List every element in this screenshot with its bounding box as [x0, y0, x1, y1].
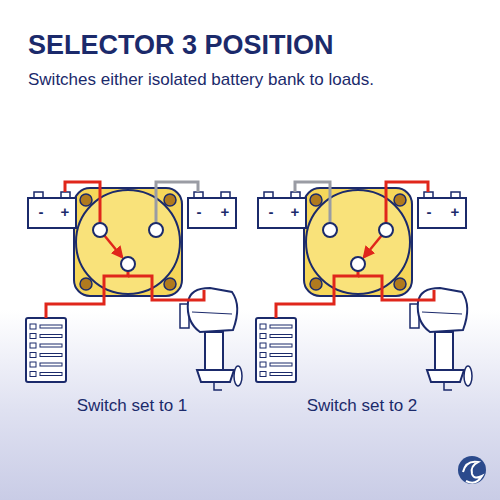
battery-terminal-sign: + [291, 203, 300, 220]
battery-terminal-sign: + [451, 203, 460, 220]
battery-terminal-sign: + [221, 203, 230, 220]
caption-label: Switch set to 1 [77, 396, 188, 416]
title: SELECTOR 3 POSITION [28, 30, 334, 61]
caption-label: Switch set to 2 [307, 396, 418, 416]
battery-terminal-sign: - [269, 203, 274, 220]
battery-terminal-sign: - [197, 203, 202, 220]
subtitle: Switches either isolated battery bank to… [28, 70, 374, 90]
battery-terminal-sign: - [39, 203, 44, 220]
battery-terminal-sign: + [61, 203, 70, 220]
battery-terminal-sign: - [427, 203, 432, 220]
